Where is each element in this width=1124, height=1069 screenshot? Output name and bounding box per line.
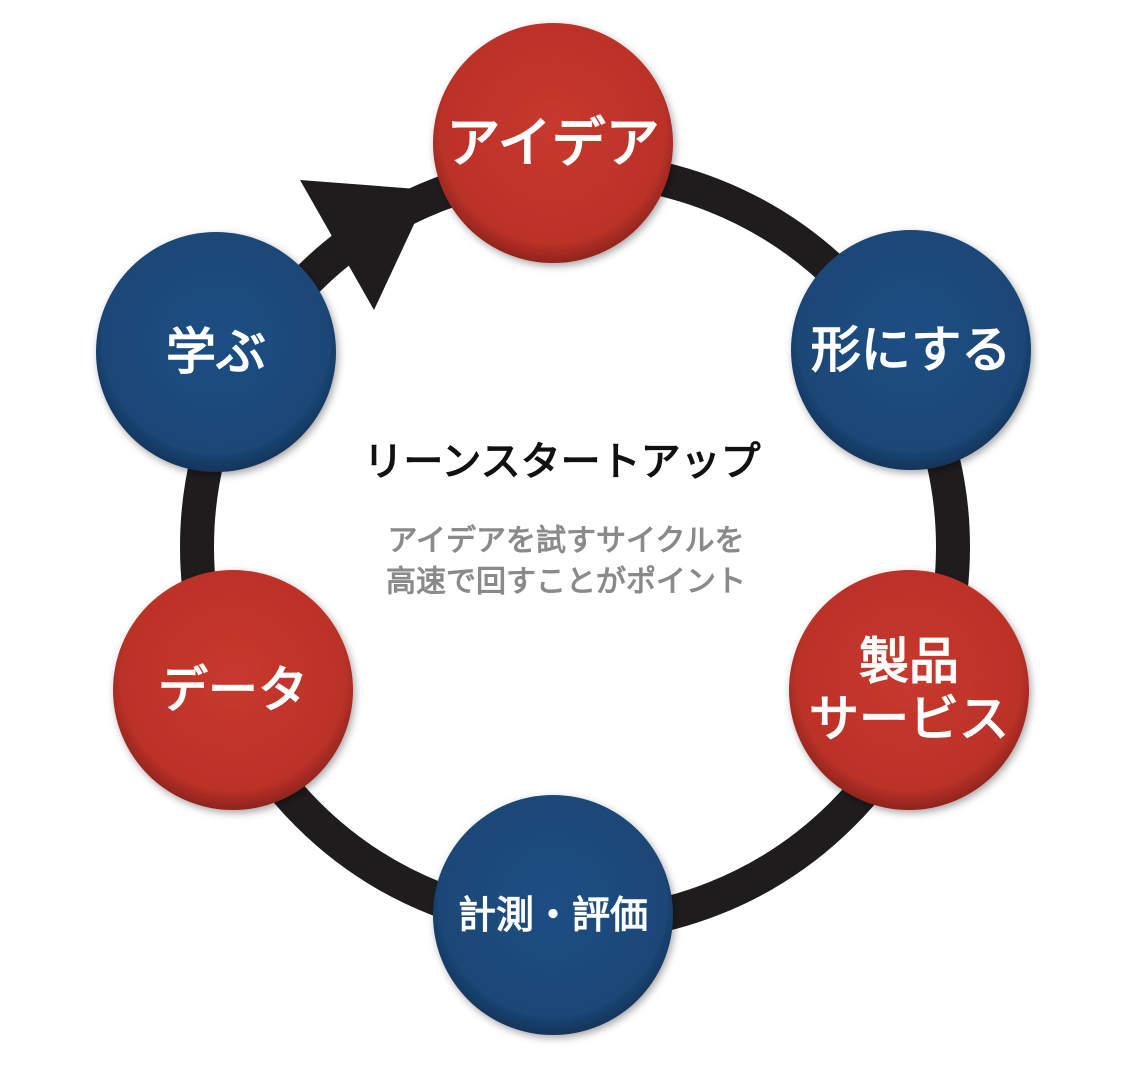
node-data-circle	[113, 570, 353, 810]
node-idea-label-1: アイデア	[446, 112, 659, 175]
node-idea: アイデア	[433, 23, 673, 263]
node-measure-circle	[433, 795, 673, 1035]
node-measure-label-1: 計測・評価	[458, 893, 648, 937]
arrow-head-icon	[300, 180, 430, 310]
node-data: データ	[113, 570, 353, 810]
node-build: 形にする	[791, 230, 1031, 470]
node-learn-circle	[96, 232, 336, 472]
node-data-label-1: データ	[158, 661, 308, 719]
cycle-arrow	[300, 180, 430, 310]
node-product-circle	[789, 570, 1029, 810]
node-build-circle	[791, 230, 1031, 470]
node-learn-label-1: 学ぶ	[166, 323, 266, 381]
node-learn: 学ぶ	[96, 232, 336, 472]
center-subtitle-line-2: 高速で回すことがポイント	[386, 565, 746, 600]
node-build-label-1: 形にする	[811, 321, 1012, 379]
node-product-label-1: 製品	[859, 632, 959, 690]
node-measure: 計測・評価	[433, 795, 673, 1035]
center-subtitle-line-1: アイデアを試すサイクルを	[388, 524, 745, 559]
node-idea-circle	[433, 23, 673, 263]
node-product-label-2: サービス	[809, 690, 1009, 748]
center-title: リーンスタートアップ	[363, 439, 760, 485]
